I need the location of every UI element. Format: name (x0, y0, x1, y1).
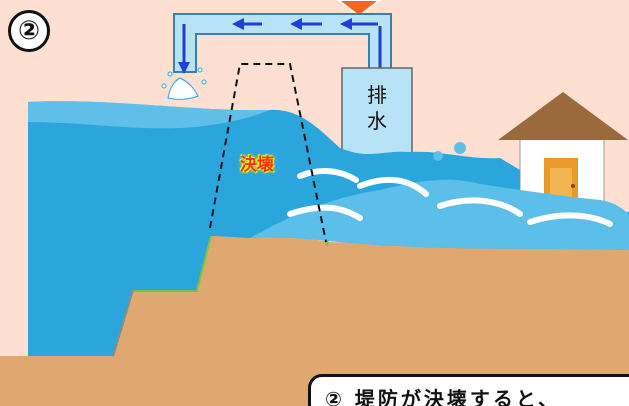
flow-arrows (178, 18, 382, 74)
pump-label-line1: 排 (367, 83, 387, 107)
pump-down-arrow-icon (336, 0, 382, 18)
water-splash-icon (161, 67, 207, 100)
step-number-badge: ② (8, 10, 50, 52)
pump-label: 排 水 (360, 82, 394, 134)
flood-water (250, 179, 629, 250)
flow-arrow-icon (178, 62, 190, 74)
pump-label-line2: 水 (367, 109, 387, 133)
flow-arrow-icon (340, 18, 352, 30)
flow-arrow-icon (290, 18, 302, 30)
river-highlight (28, 101, 270, 129)
water-droplet (433, 151, 443, 161)
water-droplet (454, 142, 466, 154)
wave-crests (287, 168, 613, 227)
breach-label: 決壊 (240, 155, 274, 175)
caption-box: ② 堤防が決壊すると、 (308, 374, 629, 406)
ground (0, 228, 629, 406)
flow-arrow-icon (232, 18, 244, 30)
